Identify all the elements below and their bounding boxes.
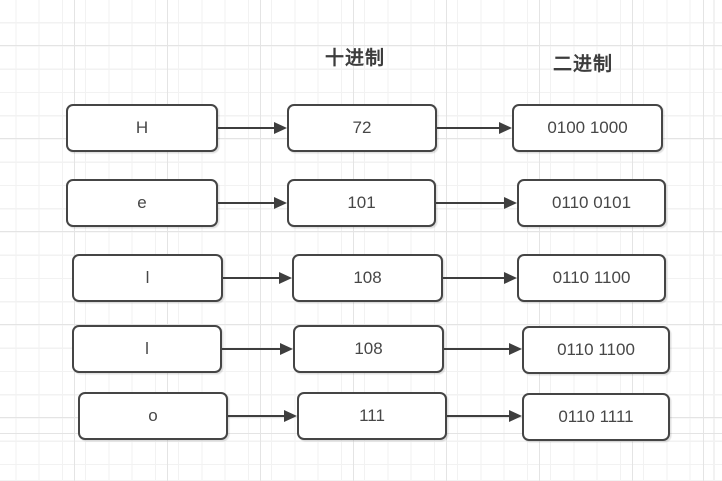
arrow-shaft xyxy=(444,348,511,350)
column-header-decimal[interactable]: 十进制 xyxy=(324,48,385,69)
char-node[interactable]: l xyxy=(72,254,223,302)
arrow-decimal-to-binary[interactable] xyxy=(443,272,517,284)
column-header-binary[interactable]: 二进制 xyxy=(552,54,613,75)
arrow-char-to-decimal[interactable] xyxy=(218,122,287,134)
arrow-shaft xyxy=(228,415,286,417)
char-node[interactable]: o xyxy=(78,392,228,440)
arrow-shaft xyxy=(218,127,276,129)
arrowhead-icon xyxy=(274,197,287,209)
char-node[interactable]: H xyxy=(66,104,218,152)
arrow-shaft xyxy=(223,277,281,279)
binary-node[interactable]: 0100 1000 xyxy=(512,104,663,152)
arrowhead-icon xyxy=(509,410,522,422)
node-label: l xyxy=(145,268,150,287)
arrow-decimal-to-binary[interactable] xyxy=(436,197,517,209)
arrow-shaft xyxy=(437,127,501,129)
arrowhead-icon xyxy=(274,122,287,134)
node-label: H xyxy=(135,118,149,137)
decimal-node[interactable]: 108 xyxy=(293,325,444,373)
arrow-shaft xyxy=(443,277,506,279)
arrowhead-icon xyxy=(280,343,293,355)
char-node[interactable]: e xyxy=(66,179,218,227)
node-label: l xyxy=(145,339,149,358)
decimal-node[interactable]: 101 xyxy=(287,179,436,227)
arrow-char-to-decimal[interactable] xyxy=(218,197,287,209)
arrow-char-to-decimal[interactable] xyxy=(223,272,292,284)
arrow-shaft xyxy=(447,415,511,417)
node-label: 0110 1100 xyxy=(557,340,635,359)
binary-node[interactable]: 0110 1100 xyxy=(522,326,670,374)
decimal-node[interactable]: 111 xyxy=(297,392,447,440)
arrow-shaft xyxy=(436,202,506,204)
arrowhead-icon xyxy=(284,410,297,422)
node-label: 108 xyxy=(353,268,382,287)
node-label: 0110 1111 xyxy=(558,407,634,426)
decimal-node[interactable]: 72 xyxy=(287,104,437,152)
node-label: e xyxy=(137,193,147,212)
arrow-char-to-decimal[interactable] xyxy=(228,410,297,422)
arrowhead-icon xyxy=(499,122,512,134)
binary-node[interactable]: 0110 1111 xyxy=(522,393,670,441)
char-node[interactable]: l xyxy=(72,325,222,373)
arrow-shaft xyxy=(222,348,282,350)
arrow-decimal-to-binary[interactable] xyxy=(437,122,512,134)
decimal-node[interactable]: 108 xyxy=(292,254,443,302)
arrow-decimal-to-binary[interactable] xyxy=(447,410,522,422)
arrowhead-icon xyxy=(279,272,292,284)
node-label: 72 xyxy=(352,118,372,137)
node-label: o xyxy=(148,406,158,425)
arrow-char-to-decimal[interactable] xyxy=(222,343,293,355)
node-label: 111 xyxy=(359,406,385,425)
node-label: 0110 0101 xyxy=(551,193,632,212)
arrowhead-icon xyxy=(509,343,522,355)
binary-node[interactable]: 0110 1100 xyxy=(517,254,666,302)
node-label: 0100 1000 xyxy=(547,118,628,137)
arrowhead-icon xyxy=(504,197,517,209)
arrow-decimal-to-binary[interactable] xyxy=(444,343,522,355)
node-label: 0110 1100 xyxy=(552,268,631,287)
node-label: 101 xyxy=(347,193,376,212)
node-label: 108 xyxy=(354,339,383,358)
binary-node[interactable]: 0110 0101 xyxy=(517,179,666,227)
arrowhead-icon xyxy=(504,272,517,284)
arrow-shaft xyxy=(218,202,276,204)
